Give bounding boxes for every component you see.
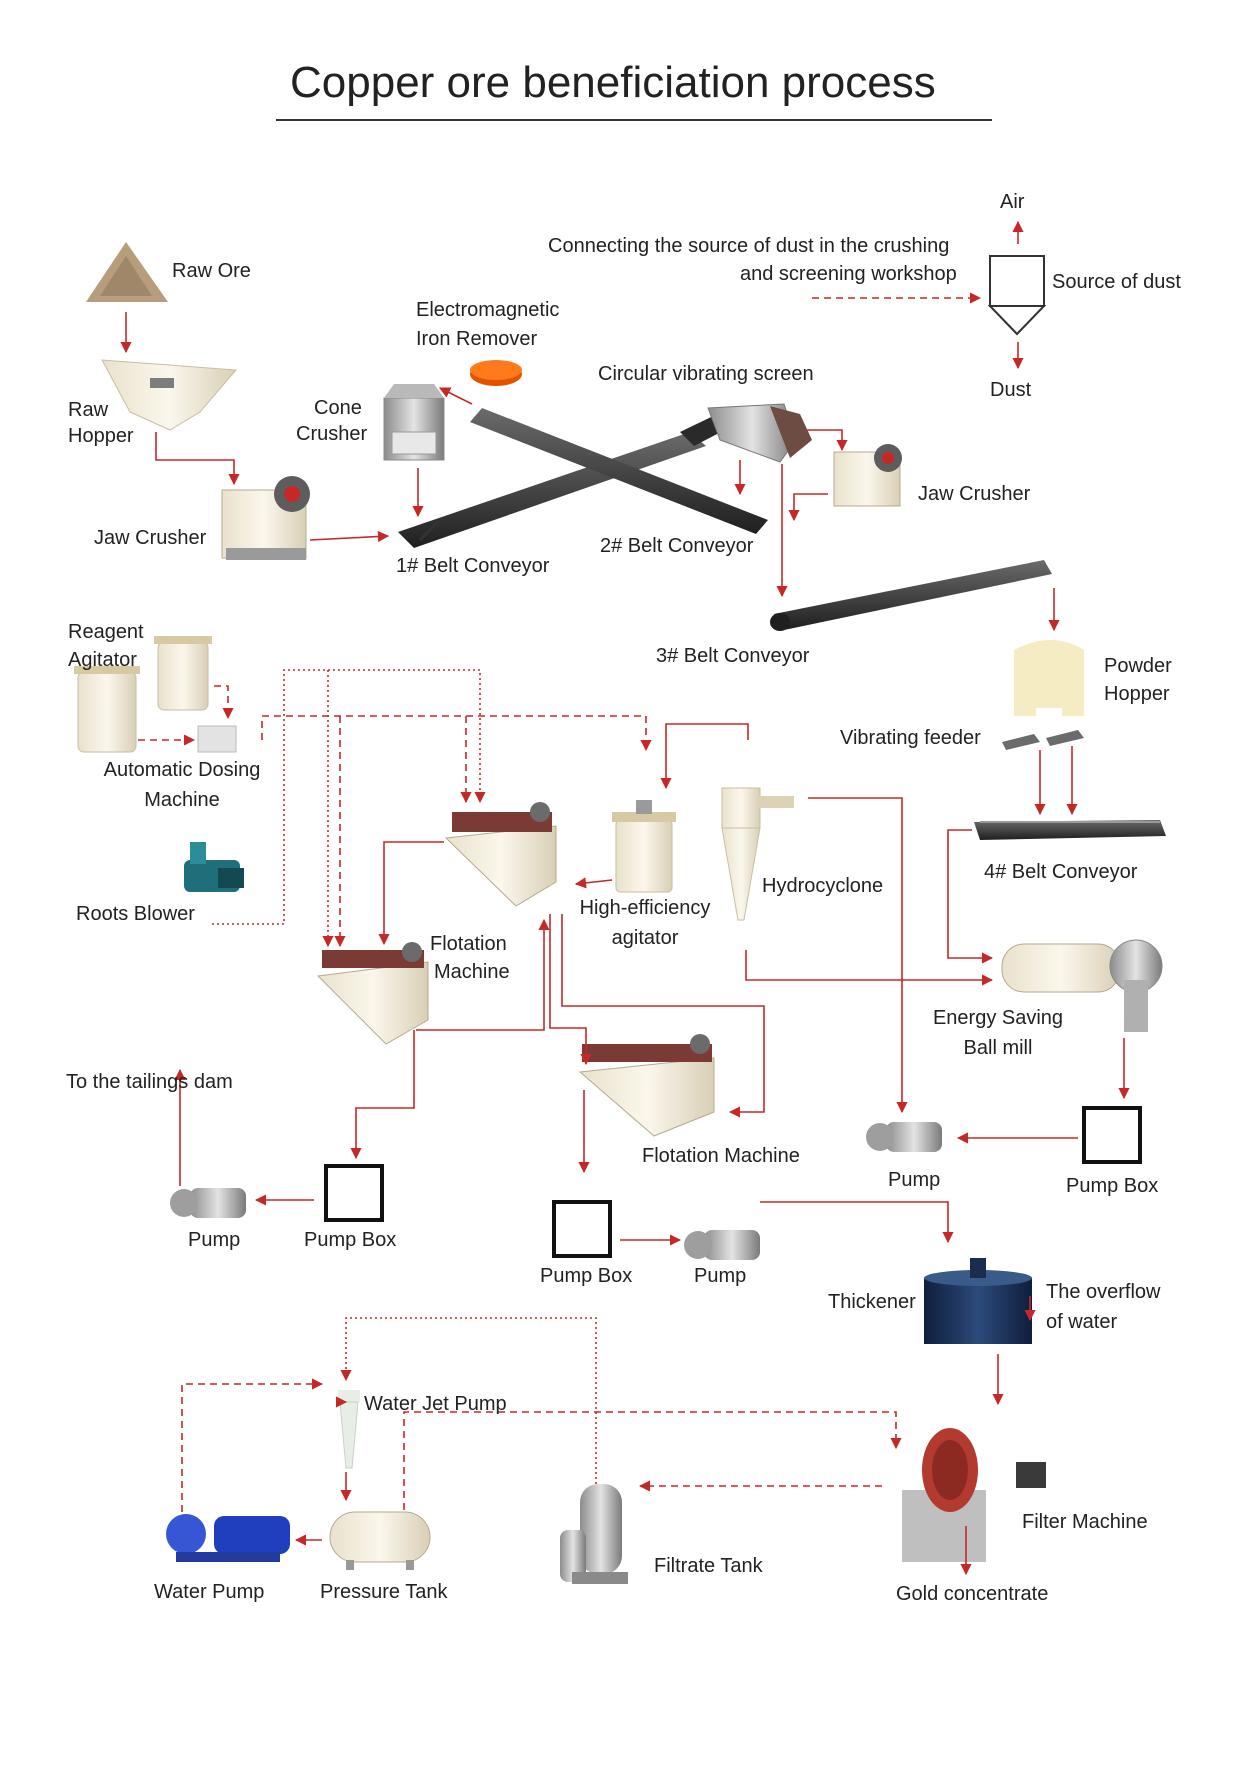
powder-hopper-label-2: Hopper [1104,683,1170,705]
powder-hopper-label-1: Powder [1104,655,1172,677]
reagent-agitator-icon [74,636,212,753]
flotation-machine-icon [578,1034,715,1137]
overflow-label-2: of water [1046,1311,1118,1333]
powder-hopper-icon [1014,640,1084,716]
pump-icon [684,1230,760,1260]
dust-collector-icon [987,255,1047,336]
vibrating-feeder-icon [1002,730,1084,750]
pump-box-icon [324,1164,384,1222]
pump-box-left-label: Pump Box [304,1229,397,1251]
reagent-agitator-label-1: Reagent [68,621,144,643]
raw-hopper-label-1: Raw [68,399,109,421]
energy-saving-ball-mill-icon [1001,939,1163,1032]
dust-note-line-1: Connecting the source of dust in the cru… [548,235,950,257]
filtrate-tank-icon [560,1484,628,1584]
pressure-tank-label: Pressure Tank [320,1581,448,1603]
pump-icon [170,1188,246,1218]
belt-conveyor-4-icon [974,820,1166,840]
ball-mill-label-2: Ball mill [963,1037,1033,1059]
dashed-flow-arrows [138,292,982,1512]
belt-conveyor-1-label: 1# Belt Conveyor [396,555,550,577]
agitator-label-2: agitator [611,927,679,949]
water-jet-pump-label: Water Jet Pump [364,1393,507,1415]
filtrate-tank-label: Filtrate Tank [654,1555,763,1577]
thickener-icon [924,1258,1032,1344]
automatic-dosing-label-1: Automatic Dosing [103,759,261,781]
hydrocyclone-icon [721,787,794,921]
water-pump-label: Water Pump [154,1581,265,1603]
filter-machine-icon [902,1428,1046,1562]
raw-hopper-icon [101,359,238,431]
pump-icon [866,1122,942,1152]
cone-crusher-label-2: Crusher [296,423,368,445]
jaw-crusher-icon [221,476,310,560]
hydrocyclone-label: Hydrocyclone [762,875,884,897]
cone-crusher-icon [383,384,445,461]
flotation-machine-lower-label: Flotation Machine [642,1145,800,1167]
dust-label: Dust [990,379,1032,401]
circular-vibrating-screen-label: Circular vibrating screen [598,363,814,385]
gold-concentrate-label: Gold concentrate [896,1583,1049,1605]
pressure-tank-icon [329,1511,431,1570]
belt-conveyor-3-icon [770,560,1052,631]
agitator-label-1: High-efficiency [579,897,711,919]
flow-arrows [120,220,1130,1576]
electromagnetic-iron-remover-icon [470,360,522,386]
title-underline [276,119,992,121]
roots-blower-label: Roots Blower [76,903,195,925]
tailings-dam-label: To the tailings dam [66,1071,233,1093]
pump-box-icon [1082,1106,1142,1164]
flotation-machine-icon [316,942,429,1045]
circular-vibrating-screen-icon [707,403,812,463]
air-label: Air [1000,191,1025,213]
source-of-dust-label: Source of dust [1052,271,1181,293]
filter-machine-label: Filter Machine [1022,1511,1148,1533]
flotation-label-2: Machine [434,961,510,983]
roots-blower-icon [184,842,244,892]
pump-box-icon [552,1200,612,1258]
electromagnetic-label-1: Electromagnetic [416,299,560,321]
flotation-machine-icon [444,802,557,907]
ball-mill-label-1: Energy Saving [932,1007,1064,1029]
dotted-air-lines [212,669,597,1484]
raw-ore-pile-icon [86,242,168,302]
jaw-crusher-right-label: Jaw Crusher [918,483,1031,505]
electromagnetic-label-2: Iron Remover [416,328,538,350]
pump-left-label: Pump [188,1229,241,1251]
belt-conveyor-4-label: 4# Belt Conveyor [984,861,1138,883]
cone-crusher-label-1: Cone [314,397,362,419]
water-pump-icon [166,1514,290,1562]
reagent-agitator-label-2: Agitator [68,649,137,671]
automatic-dosing-machine-icon [197,725,237,753]
pump-mid-label: Pump [694,1265,747,1287]
thickener-label: Thickener [828,1291,916,1313]
overflow-label-1: The overflow [1046,1281,1161,1303]
pump-box-right-label: Pump Box [1066,1175,1159,1197]
jaw-crusher-left-label: Jaw Crusher [94,527,207,549]
pump-box-mid-label: Pump Box [540,1265,633,1287]
pump-right-label: Pump [888,1169,941,1191]
belt-conveyor-1-icon [398,432,706,548]
belt-conveyor-2-label: 2# Belt Conveyor [600,535,754,557]
jaw-crusher-icon [833,444,902,507]
vibrating-feeder-label: Vibrating feeder [840,727,981,749]
raw-ore-label: Raw Ore [172,260,251,282]
flotation-label-1: Flotation [430,933,507,955]
belt-conveyor-3-label: 3# Belt Conveyor [656,645,810,667]
dust-note-line-2: and screening workshop [740,263,957,285]
high-efficiency-agitator-icon [612,800,676,893]
raw-hopper-label-2: Hopper [68,425,134,447]
automatic-dosing-label-2: Machine [144,789,220,811]
page-title: Copper ore beneficiation process [290,58,936,107]
